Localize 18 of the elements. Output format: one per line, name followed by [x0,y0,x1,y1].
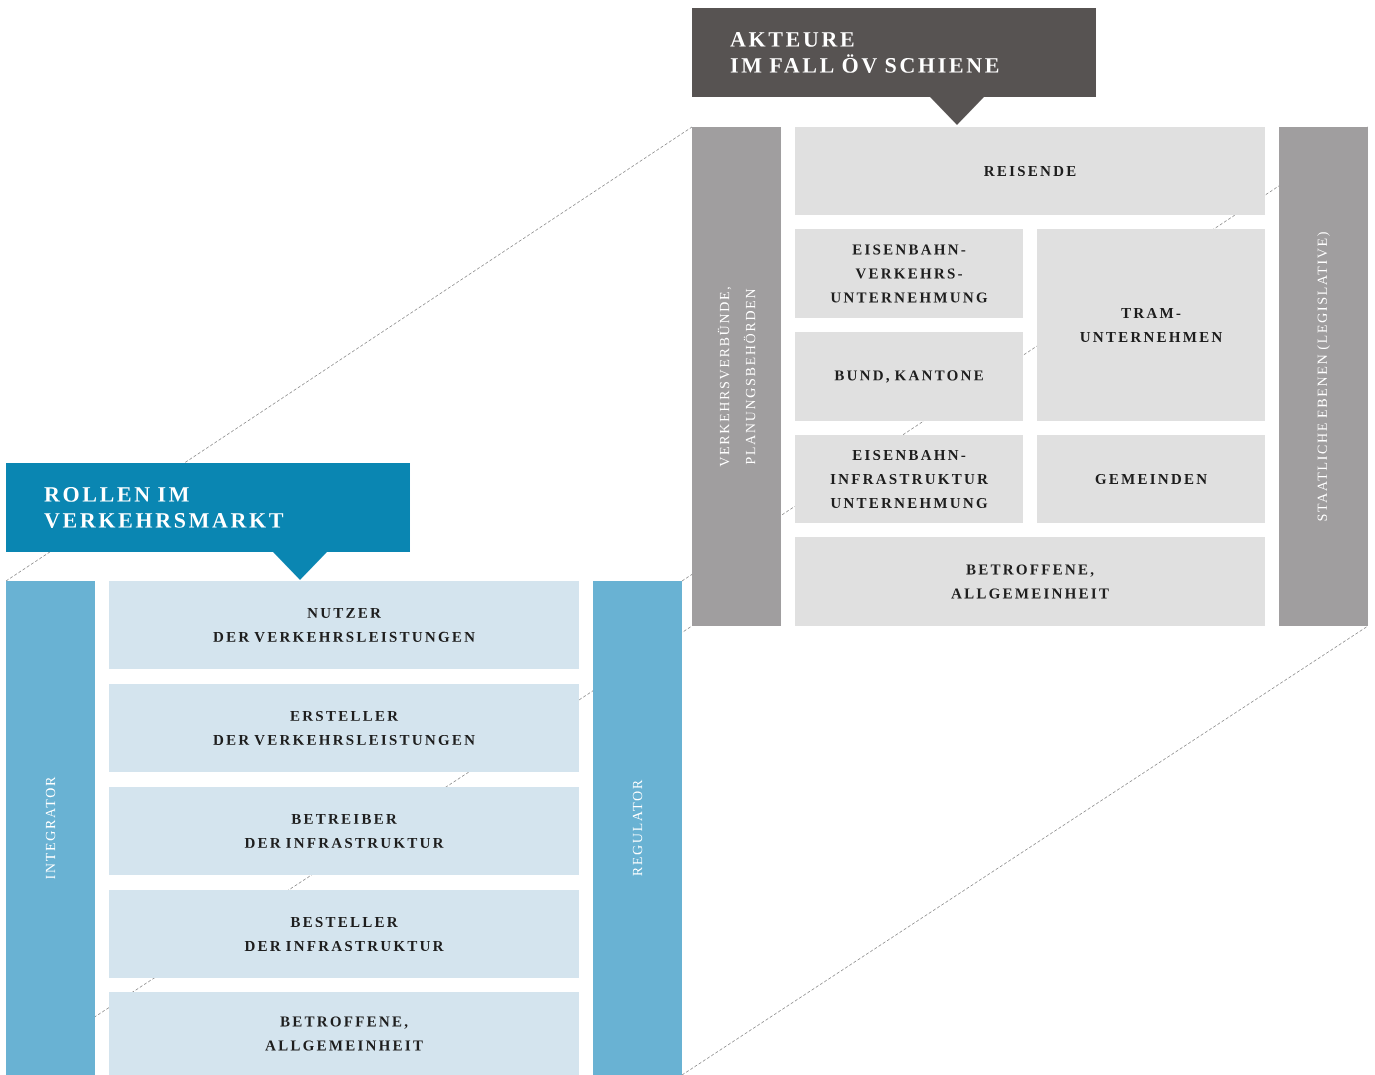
actor-box: TRAM- UNTERNEHMEN [1037,229,1265,421]
actor-box: EISENBAHN- INFRASTRUKTUR UNTERNEHMUNG [795,435,1023,523]
role-box: BETROFFENE, ALLGEMEINHEIT [109,992,579,1075]
actor-box: GEMEINDEN [1037,435,1265,523]
title-banner: ROLLEN IM VERKEHRSMARKT [6,463,410,580]
title-banner: AKTEURE IM FALL ÖV SCHIENE [692,8,1096,125]
actor-box: BUND, KANTONE [795,332,1023,421]
role-box: ERSTELLER DER VERKEHRSLEISTUNGEN [109,684,579,772]
actor-box: REISENDE [795,127,1265,215]
actor-box: EISENBAHN- VERKEHRS- UNTERNEHMUNG [795,229,1023,318]
side-bar: VERKEHRSVERBÜNDE, PLANUNGSBEHÖRDEN [692,127,781,626]
side-bar: INTEGRATOR [6,581,95,1075]
role-box: BESTELLER DER INFRASTRUKTUR [109,890,579,978]
side-bar: REGULATOR [593,581,682,1075]
role-box: NUTZER DER VERKEHRSLEISTUNGEN [109,581,579,669]
side-bar: STAATLICHE EBENEN (LEGISLATIVE) [1279,127,1368,626]
actor-box: BETROFFENE, ALLGEMEINHEIT [795,537,1265,626]
role-box: BETREIBER DER INFRASTRUKTUR [109,787,579,875]
